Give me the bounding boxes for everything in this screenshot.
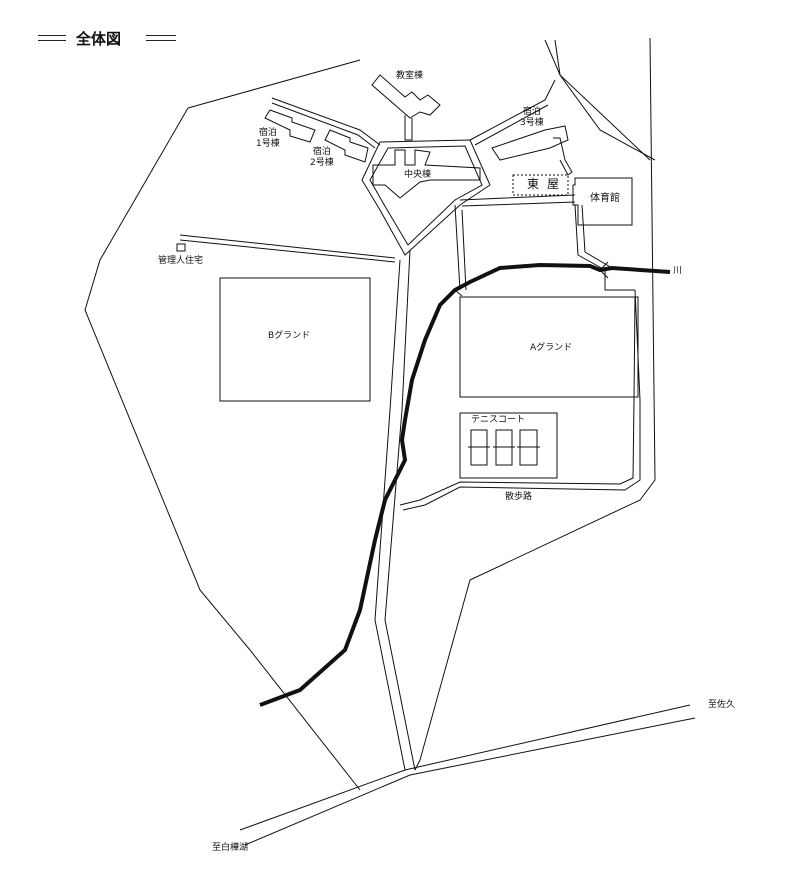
dorm3-building: [491, 125, 573, 176]
label-to-saku: 至佐久: [708, 700, 736, 710]
caretaker-house: [176, 243, 186, 252]
gym-building: [572, 177, 633, 226]
road-upper-right: [554, 39, 656, 161]
ground-b: [219, 277, 371, 402]
label-classroom: 教室棟: [396, 71, 424, 81]
path-to-a-ground: [454, 204, 635, 291]
label-to-shirakabako: 至白樺湖: [212, 843, 249, 853]
label-pavilion: 東屋: [527, 177, 568, 192]
dorm2-building: [324, 129, 369, 163]
label-path: 散歩路: [505, 492, 533, 502]
path-to-branch: [179, 234, 396, 263]
path-to-dorms: [271, 97, 381, 149]
tennis-court-area: [459, 412, 558, 479]
page-title: 全体図: [76, 30, 122, 48]
title-rule-left: [38, 35, 66, 41]
label-caretaker: 管理人住宅: [158, 256, 204, 266]
central-ring-road: [361, 139, 491, 256]
classroom-building: [371, 74, 441, 141]
river: [259, 262, 671, 707]
walking-path: [399, 289, 641, 511]
dorm1-building: [264, 109, 316, 143]
label-central: 中央棟: [404, 170, 432, 180]
label-ground-b: Bグランド: [268, 331, 311, 341]
title-rule-right: [146, 35, 176, 41]
main-road: [239, 704, 696, 846]
site-boundary: [84, 37, 656, 791]
road-to-gym: [459, 194, 576, 207]
pavilion: [512, 174, 569, 196]
central-building: [372, 149, 481, 199]
label-dorm3: 宿泊 3号棟: [520, 107, 544, 128]
road-ne: [469, 79, 556, 146]
label-river: 川: [673, 266, 683, 276]
label-tennis: テニスコート: [471, 415, 526, 425]
label-ground-a: Aグランド: [530, 343, 573, 353]
label-gym: 体育館: [590, 193, 620, 204]
river-arrow-icon: [454, 261, 609, 297]
label-dorm1: 宿泊 1号棟: [256, 128, 280, 149]
label-dorm2: 宿泊 2号棟: [310, 147, 334, 168]
